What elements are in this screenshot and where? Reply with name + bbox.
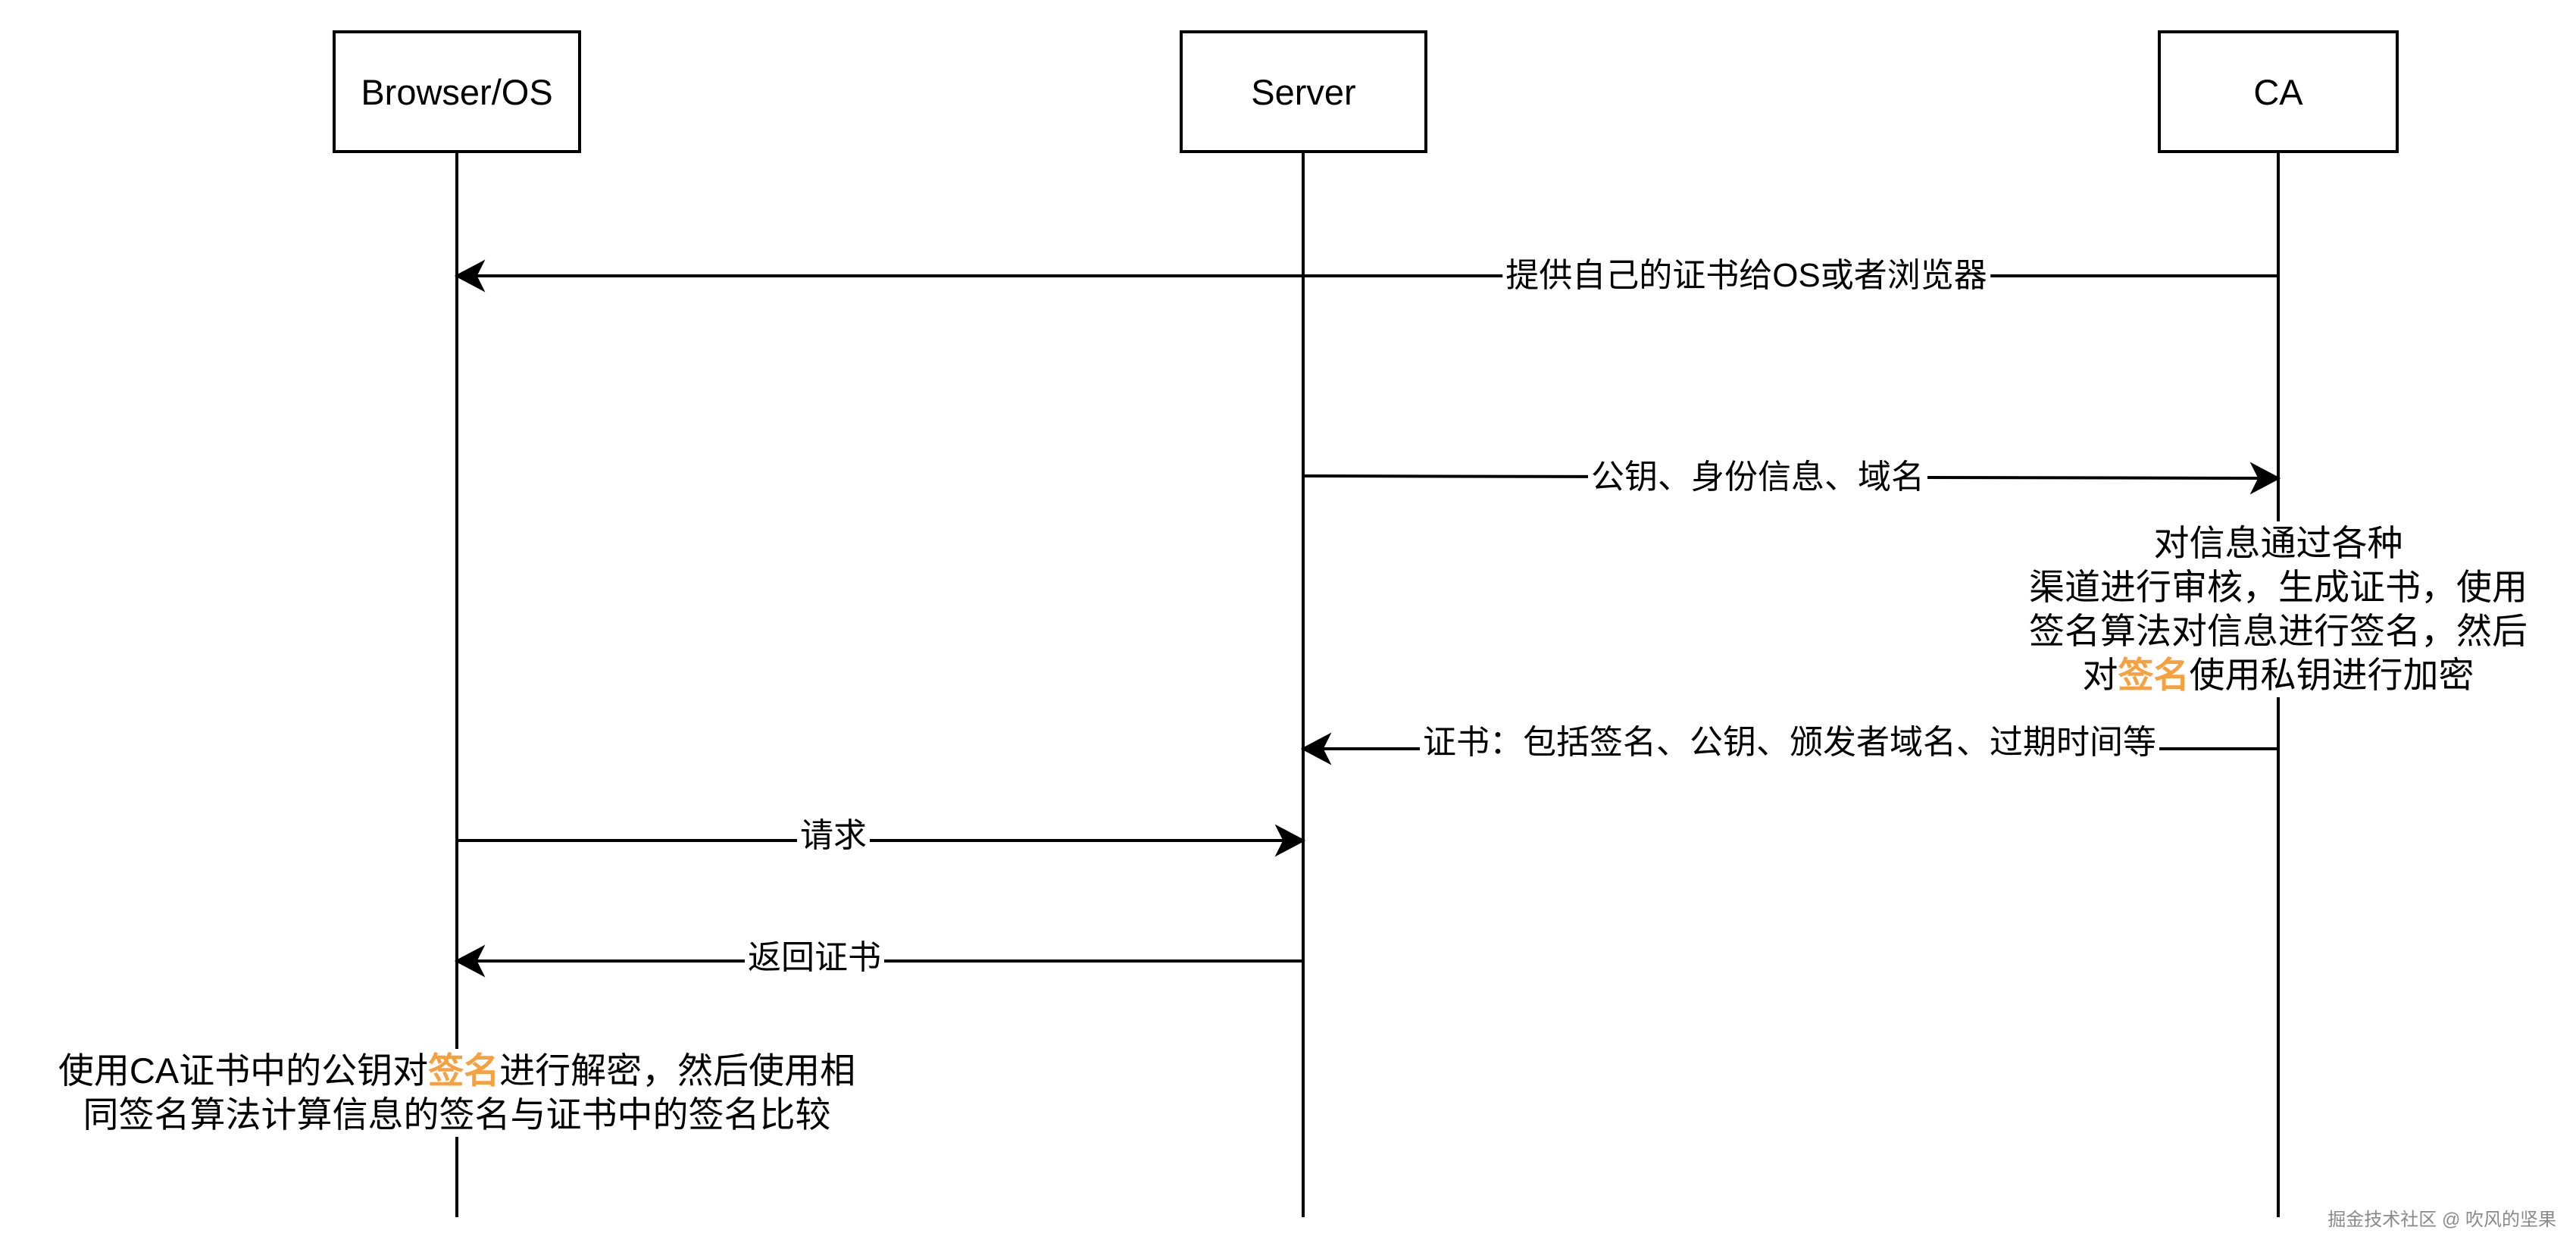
ca-note-line-4-after: 使用私钥进行加密 <box>2189 655 2474 695</box>
message-label-ca-to-browser: 提供自己的证书给OS或者浏览器 <box>1502 256 1990 296</box>
browser-note-line-1-after: 进行解密，然后使用相 <box>499 1050 856 1091</box>
arrowhead-server-to-browser <box>454 944 486 978</box>
ca-note-line-3: 签名算法对信息进行签名，然后 <box>2029 611 2528 651</box>
actor-server[interactable]: Server <box>1180 30 1427 153</box>
ca-note-line-1: 对信息通过各种 <box>2153 523 2403 563</box>
message-label-browser-to-server: 请求 <box>797 816 870 856</box>
browser-note-line-1: 使用CA证书中的公钥对签名进行解密，然后使用相 <box>58 1049 855 1093</box>
actor-ca[interactable]: CA <box>2158 30 2399 153</box>
actor-server-label: Server <box>1251 71 1356 112</box>
ca-note-highlight-signature: 签名 <box>2118 655 2190 695</box>
actor-browser-os[interactable]: Browser/OS <box>333 30 581 153</box>
ca-note-line-4-before: 对 <box>2082 655 2118 695</box>
arrowhead-server-to-ca <box>2249 462 2281 495</box>
watermark: 掘金技术社区 @ 吹风的坚果 <box>2327 1210 2556 1230</box>
arrowhead-ca-to-browser <box>454 259 486 293</box>
actor-browser-os-label: Browser/OS <box>361 71 553 112</box>
browser-note-line-1-before: 使用CA证书中的公钥对 <box>58 1050 429 1091</box>
message-label-server-to-browser: 返回证书 <box>745 938 884 978</box>
message-label-server-to-ca: 公钥、身份信息、域名 <box>1588 458 1927 497</box>
arrowhead-browser-to-server <box>1274 824 1306 857</box>
browser-note-line-2: 同签名算法计算信息的签名与证书中的签名比较 <box>83 1094 831 1135</box>
actor-ca-label: CA <box>2253 71 2303 112</box>
ca-note-line-2: 渠道进行审核，生成证书，使用 <box>2029 567 2528 607</box>
ca-process-note: 对信息通过各种 渠道进行审核，生成证书，使用 签名算法对信息进行签名，然后 对签… <box>2029 521 2528 697</box>
browser-note-highlight-signature: 签名 <box>428 1050 500 1091</box>
arrowhead-ca-to-server <box>1300 732 1332 765</box>
ca-note-line-4: 对签名使用私钥进行加密 <box>2029 653 2528 697</box>
browser-verify-note: 使用CA证书中的公钥对签名进行解密，然后使用相 同签名算法计算信息的签名与证书中… <box>58 1049 856 1137</box>
message-label-ca-to-server: 证书：包括签名、公钥、颁发者域名、过期时间等 <box>1420 723 2159 762</box>
